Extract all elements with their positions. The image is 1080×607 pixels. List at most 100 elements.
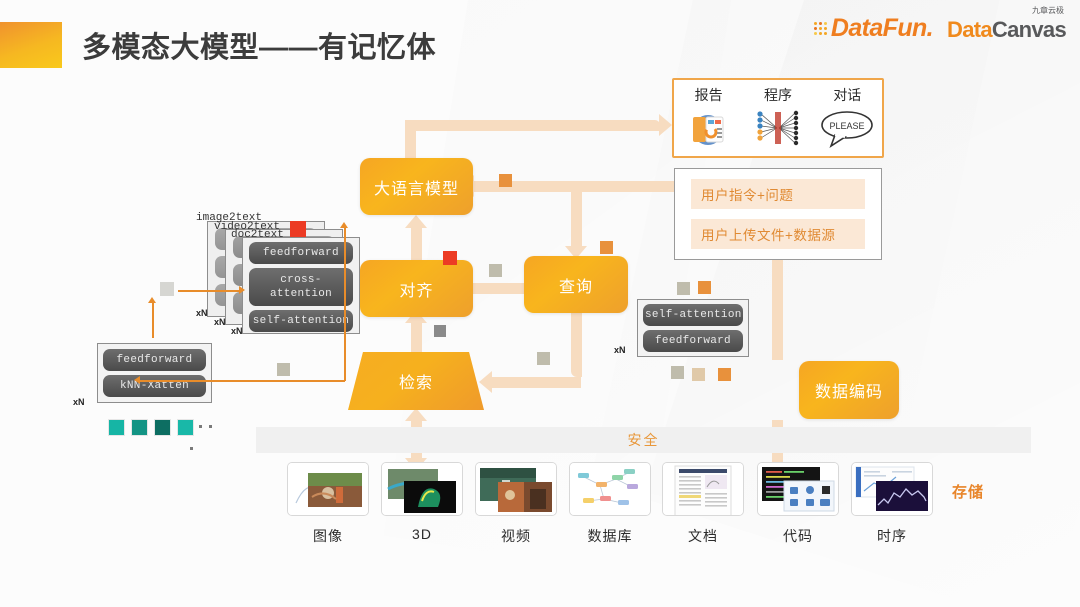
memory-layer-feedforward: feedforward xyxy=(103,349,206,371)
modality-label: 图像 xyxy=(313,528,343,544)
arrow-align-to-llm-head xyxy=(405,215,427,228)
arrow-llm-up-seg xyxy=(405,120,416,165)
teal-row-dot-3 xyxy=(190,447,193,450)
decor-square-orange-1 xyxy=(499,174,512,187)
modality-tile-timeseries[interactable]: 时序 xyxy=(851,462,933,546)
stack-label-image2text: image2text xyxy=(196,212,263,224)
stack-xn-image2text: xN xyxy=(196,308,208,318)
teal-swatch-1 xyxy=(108,419,125,436)
modality-label: 数据库 xyxy=(587,528,633,544)
datafun-wordmark: DataFun. xyxy=(830,14,934,42)
query-xn: xN xyxy=(614,345,626,355)
storage-label: 存储 xyxy=(952,484,985,501)
neural-network-icon xyxy=(757,110,799,146)
stack-card-doc2text: feedforward cross-attention self-attenti… xyxy=(242,237,360,334)
output-label: 程序 xyxy=(763,87,792,103)
query-layer-feedforward: feedforward xyxy=(643,330,743,352)
arrow-input-to-encode-seg xyxy=(772,260,783,360)
stack-layer-cross-attention: cross-attention xyxy=(249,268,353,306)
stack-label-video2text: video2text xyxy=(214,221,281,233)
arrow-query-down-seg xyxy=(571,312,582,377)
stack-label-doc2text: doc2text xyxy=(231,229,284,241)
datacanvas-wordmark-b: Canvas xyxy=(991,17,1067,42)
node-llm[interactable]: 大语言模型 xyxy=(360,158,473,215)
output-item-program: 程序 xyxy=(743,80,812,156)
arrow-retrieve-storage-head-up xyxy=(405,408,427,421)
memory-block: feedforward kNN-Xatten xyxy=(97,343,212,403)
node-retrieve[interactable]: 检索 xyxy=(348,352,484,410)
node-query-label: 查询 xyxy=(558,278,593,296)
arrow-retrieve-to-align-seg xyxy=(411,322,422,352)
node-retrieve-label: 检索 xyxy=(398,375,433,392)
thin-arrow-memory-up-seg xyxy=(152,303,154,338)
query-layer-self-attention: self-attention xyxy=(643,304,743,326)
speech-bubble-text: PLEASE xyxy=(830,121,865,131)
timeseries-chart-thumb xyxy=(851,462,933,516)
teal-swatch-4 xyxy=(177,419,194,436)
thin-arrow-to-memory-seg xyxy=(140,380,345,382)
security-band-label: 安全 xyxy=(627,432,660,448)
modality-label: 文档 xyxy=(688,528,718,544)
security-band: 安全 xyxy=(256,427,1031,453)
decor-square-beige-3 xyxy=(277,363,290,376)
modality-tile-code[interactable]: 代码 xyxy=(757,462,839,546)
thin-arrow-into-stack-seg xyxy=(178,290,240,292)
decor-square-orange-2 xyxy=(600,241,613,254)
modality-tile-image[interactable]: 图像 xyxy=(287,462,369,546)
arrow-query-to-retrieve-head xyxy=(479,371,492,393)
modality-tile-database[interactable]: 数据库 xyxy=(569,462,651,546)
stack-xn-video2text: xN xyxy=(214,317,226,327)
stack-xn-doc2text: xN xyxy=(231,326,243,336)
datafun-dots-icon xyxy=(813,21,828,36)
title-accent-block xyxy=(0,22,62,68)
memory-xn: xN xyxy=(73,397,85,407)
node-encode-label: 数据编码 xyxy=(814,384,883,401)
decor-square-red-1 xyxy=(290,221,306,237)
node-encode[interactable]: 数据编码 xyxy=(799,361,899,419)
modality-tile-document[interactable]: 文档 xyxy=(662,462,744,546)
user-instruction-row: 用户指令+问题 xyxy=(691,179,865,209)
user-upload-row: 用户上传文件+数据源 xyxy=(691,219,865,249)
teal-row-dot-1 xyxy=(199,425,202,428)
datafun-logo: DataFun. xyxy=(813,14,934,43)
query-block: self-attention feedforward xyxy=(637,299,749,357)
video-frames-thumb xyxy=(475,462,557,516)
arrow-query-to-retrieve-seg xyxy=(492,377,581,388)
modality-label: 代码 xyxy=(783,528,813,544)
datacanvas-cn-text: 九章云极 xyxy=(1032,6,1064,15)
decor-square-orange-4 xyxy=(718,368,731,381)
code-editor-thumb xyxy=(757,462,839,516)
memory-layer-knn-xatten: kNN-Xatten xyxy=(103,375,206,397)
stack-layer-feedforward: feedforward xyxy=(249,242,353,264)
datacanvas-logo: 九章云极 Data Canvas xyxy=(947,6,1067,43)
arrow-llm-to-output-head xyxy=(659,114,672,136)
thin-arrow-stack-right-rail xyxy=(344,228,346,381)
logo-group: DataFun. 九章云极 Data Canvas xyxy=(813,6,1067,43)
decor-square-lightgray-1 xyxy=(160,282,174,296)
datacanvas-wordmark-a: Data xyxy=(947,17,993,42)
node-query[interactable]: 查询 xyxy=(524,256,628,313)
outputs-panel: 报告 程序 xyxy=(672,78,884,158)
modality-label: 时序 xyxy=(877,528,907,544)
arrow-to-query-seg xyxy=(571,186,582,246)
stack-layer-self-attention: self-attention xyxy=(249,310,353,332)
thin-arrow-to-memory-head xyxy=(134,376,140,384)
node-align-label: 对齐 xyxy=(399,282,434,300)
modality-tile-video[interactable]: 视频 xyxy=(475,462,557,546)
graph-database-thumb xyxy=(569,462,651,516)
decor-square-orange-3 xyxy=(698,281,711,294)
user-input-panel: 用户指令+问题 用户上传文件+数据源 xyxy=(674,168,882,260)
modality-tile-3d[interactable]: 3D xyxy=(381,462,463,542)
arrow-query-to-align-seg xyxy=(464,283,554,294)
node-align[interactable]: 对齐 xyxy=(360,260,473,317)
decor-square-gray-1 xyxy=(434,325,446,337)
node-llm-label: 大语言模型 xyxy=(373,180,459,198)
decor-square-red-2 xyxy=(443,251,457,265)
document-page-thumb xyxy=(662,462,744,516)
thin-arrow-into-stack-head xyxy=(239,286,245,294)
output-item-dialogue: 对话 PLEASE xyxy=(813,80,882,156)
arrow-align-to-llm-seg xyxy=(411,227,422,260)
photo-collage-thumb xyxy=(287,462,369,516)
output-label: 对话 xyxy=(833,87,862,103)
